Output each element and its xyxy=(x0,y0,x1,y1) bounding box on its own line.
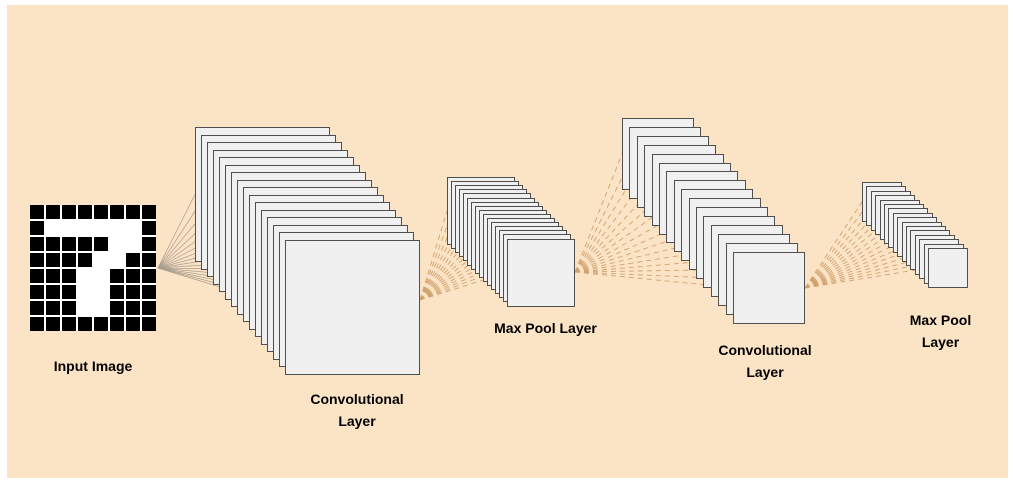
pixel-cell xyxy=(94,269,108,283)
pixel-cell xyxy=(142,317,156,331)
pixel-cell xyxy=(62,253,76,267)
pixel-cell xyxy=(62,221,76,235)
pixel-cell xyxy=(110,301,124,315)
pixel-cell xyxy=(126,205,140,219)
pixel-cell xyxy=(62,269,76,283)
pixel-cell xyxy=(126,317,140,331)
pixel-cell xyxy=(46,317,60,331)
pixel-cell xyxy=(94,237,108,251)
pixel-cell xyxy=(94,301,108,315)
pixel-cell xyxy=(62,285,76,299)
pixel-cell xyxy=(142,301,156,315)
pixel-cell xyxy=(30,221,44,235)
pixel-cell xyxy=(30,237,44,251)
pixel-cell xyxy=(30,205,44,219)
pixel-cell xyxy=(126,237,140,251)
convolutional-layer-2-label: Convolutional Layer xyxy=(718,342,812,380)
convolutional-layer-1-label: Convolutional Layer xyxy=(310,391,404,429)
pixel-cell xyxy=(78,221,92,235)
max-pool-layer-2-label: Max Pool Layer xyxy=(909,312,972,350)
pixel-cell xyxy=(126,301,140,315)
pixel-cell xyxy=(78,301,92,315)
max-pool-layer-1-label: Max Pool Layer xyxy=(494,320,597,336)
pixel-cell xyxy=(46,205,60,219)
pixel-cell xyxy=(94,221,108,235)
pixel-cell xyxy=(110,317,124,331)
diagram-background xyxy=(7,5,1008,478)
pixel-cell xyxy=(94,205,108,219)
pixel-cell xyxy=(110,285,124,299)
pixel-cell xyxy=(78,253,92,267)
pixel-cell xyxy=(30,301,44,315)
pixel-cell xyxy=(62,237,76,251)
pixel-cell xyxy=(46,221,60,235)
pixel-cell xyxy=(110,253,124,267)
pixel-cell xyxy=(94,285,108,299)
pixel-cell xyxy=(46,253,60,267)
pixel-cell xyxy=(78,269,92,283)
pixel-cell xyxy=(78,285,92,299)
pixel-cell xyxy=(78,237,92,251)
pixel-cell xyxy=(30,269,44,283)
input-image-grid xyxy=(30,205,156,331)
pixel-cell xyxy=(110,237,124,251)
pixel-cell xyxy=(126,269,140,283)
pixel-cell xyxy=(78,205,92,219)
pixel-cell xyxy=(46,237,60,251)
pixel-cell xyxy=(46,269,60,283)
pixel-cell xyxy=(142,221,156,235)
pixel-cell xyxy=(126,285,140,299)
pixel-cell xyxy=(30,285,44,299)
pixel-cell xyxy=(30,253,44,267)
pixel-cell xyxy=(78,317,92,331)
input-image-label: Input Image xyxy=(53,358,133,374)
pixel-cell xyxy=(126,221,140,235)
pixel-cell xyxy=(46,301,60,315)
pixel-cell xyxy=(62,317,76,331)
pixel-cell xyxy=(110,221,124,235)
pixel-cell xyxy=(142,237,156,251)
pixel-cell xyxy=(142,269,156,283)
pixel-cell xyxy=(94,317,108,331)
pixel-cell xyxy=(94,253,108,267)
pixel-cell xyxy=(46,285,60,299)
pixel-cell xyxy=(142,285,156,299)
pixel-cell xyxy=(110,205,124,219)
pixel-cell xyxy=(62,301,76,315)
pixel-cell xyxy=(142,205,156,219)
pixel-cell xyxy=(126,253,140,267)
pixel-cell xyxy=(30,317,44,331)
pixel-cell xyxy=(110,269,124,283)
pixel-cell xyxy=(142,253,156,267)
pixel-cell xyxy=(62,205,76,219)
